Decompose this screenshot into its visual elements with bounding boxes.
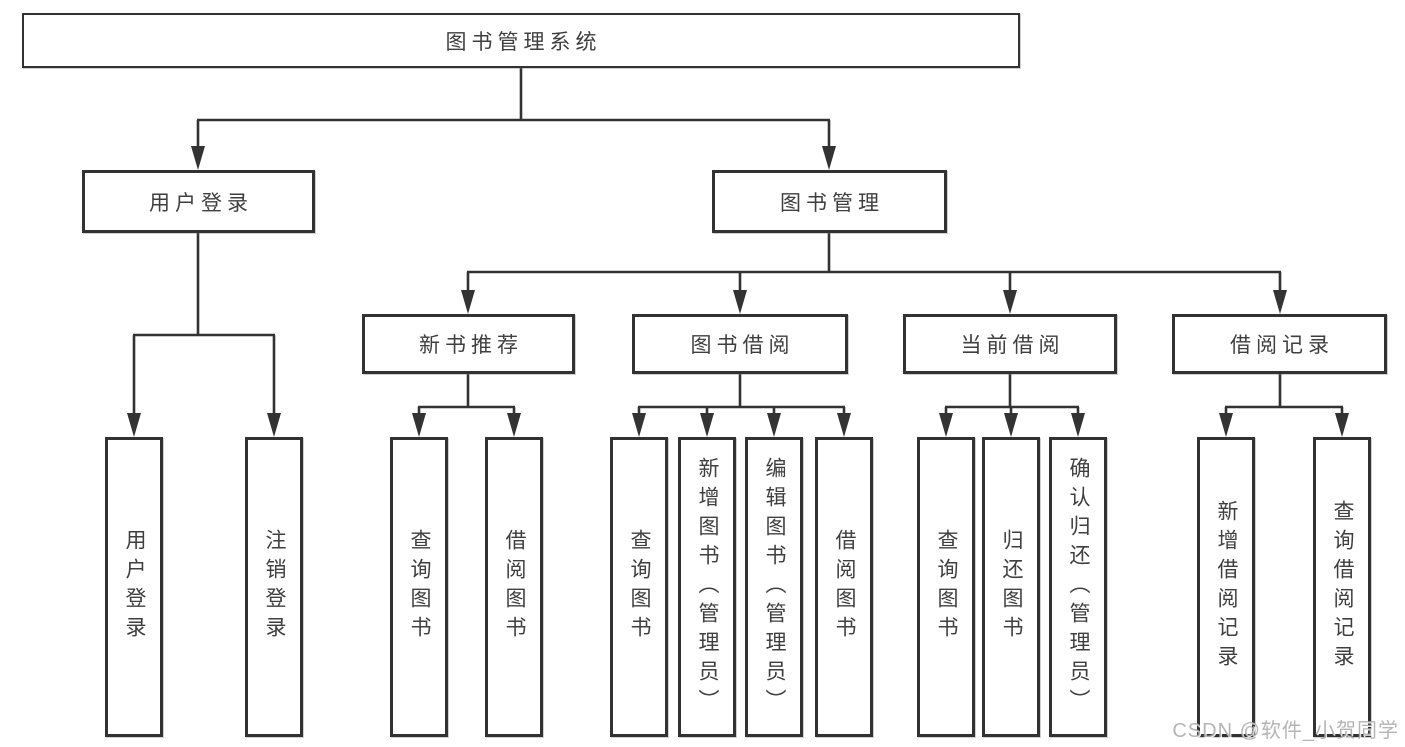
node-label: 归还图书 — [1000, 529, 1023, 645]
node-label: 查询图书 — [408, 529, 431, 645]
leaf-query-books-recommend: 查询图书 — [390, 437, 448, 737]
node-book-management: 图书管理 — [712, 170, 947, 233]
leaf-user-login: 用户登录 — [105, 437, 163, 737]
leaf-add-books-admin: 新增图书（管理员） — [678, 437, 736, 737]
node-new-book-recommend: 新书推荐 — [362, 314, 575, 374]
leaf-edit-books-admin: 编辑图书（管理员） — [745, 437, 803, 737]
node-label: 图书管理 — [780, 191, 884, 215]
node-label: 用户登录 — [123, 529, 146, 645]
node-label: 确认归还（管理员） — [1067, 456, 1090, 718]
leaf-query-borrow-record: 查询借阅记录 — [1313, 437, 1371, 737]
node-current-borrowing: 当前借阅 — [903, 314, 1117, 374]
node-label: 当前借阅 — [960, 334, 1065, 357]
node-label: 查询借阅记录 — [1331, 500, 1354, 674]
node-label: 借阅图书 — [503, 529, 526, 645]
leaf-borrow-books: 借阅图书 — [815, 437, 873, 737]
node-library-system: 图书管理系统 — [22, 13, 1020, 68]
leaf-return-books: 归还图书 — [982, 437, 1040, 737]
node-user-login: 用户登录 — [82, 170, 315, 233]
node-book-borrowing: 图书借阅 — [632, 314, 848, 374]
leaf-add-borrow-record: 新增借阅记录 — [1197, 437, 1255, 737]
node-borrow-records: 借阅记录 — [1172, 314, 1387, 374]
leaf-borrow-books-recommend: 借阅图书 — [485, 437, 543, 737]
node-label: 查询图书 — [935, 529, 958, 645]
leaf-confirm-return-admin: 确认归还（管理员） — [1049, 437, 1107, 737]
node-label: 借阅图书 — [833, 529, 856, 645]
csdn-watermark: CSDN @软件_小贺同学 — [1172, 720, 1399, 742]
node-label: 查询图书 — [628, 529, 651, 645]
node-label: 注销登录 — [263, 529, 286, 645]
node-label: 新增借阅记录 — [1215, 500, 1238, 674]
leaf-query-books-current: 查询图书 — [917, 437, 975, 737]
leaf-logout: 注销登录 — [245, 437, 303, 737]
node-label: 图书管理系统 — [445, 30, 602, 54]
node-label: 图书借阅 — [690, 334, 795, 357]
node-label: 新书推荐 — [419, 334, 523, 357]
node-label: 用户登录 — [149, 191, 253, 215]
leaf-query-books-borrowing: 查询图书 — [610, 437, 668, 737]
node-label: 编辑图书（管理员） — [763, 456, 786, 718]
node-label: 新增图书（管理员） — [696, 456, 719, 718]
node-label: 借阅记录 — [1230, 334, 1334, 357]
